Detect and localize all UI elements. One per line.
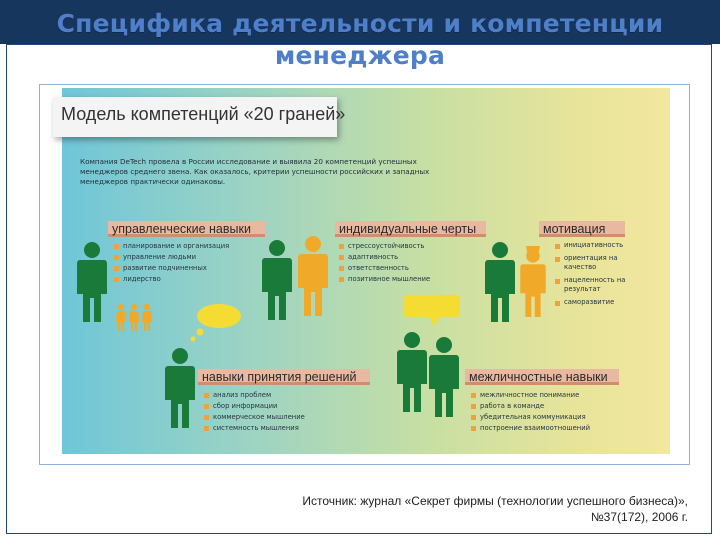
slide-title-line-1: Специфика деятельности и компетенции — [56, 9, 664, 38]
list-item: инициативность — [555, 241, 632, 251]
list-item: адаптивность — [339, 252, 430, 263]
speech-bubble — [404, 295, 460, 326]
source-citation: Источник: журнал «Секрет фирмы (технолог… — [302, 493, 688, 525]
infographic-intro-text: Компания DeTech провела в России исследо… — [80, 157, 430, 186]
category-management-title: управленческие навыки — [108, 221, 265, 237]
infographic-header-box — [53, 97, 337, 137]
management-skills-list: планирование и организация управление лю… — [114, 241, 229, 285]
list-item: убедительная коммуникация — [471, 412, 590, 423]
interpersonal-figure-right — [429, 337, 459, 417]
source-line-2: №37(172), 2006 г. — [590, 510, 688, 524]
list-item: системность мышления — [204, 423, 305, 434]
infographic-background — [62, 88, 670, 454]
infographic-header: Модель компетенций «20 граней» — [61, 104, 346, 124]
list-item: анализ проблем — [204, 390, 305, 401]
category-motivation-title: мотивация — [539, 221, 625, 237]
list-item: коммерческое мышление — [204, 412, 305, 423]
list-item: ориентация на качество — [555, 254, 632, 273]
list-item: построение взаимоотношений — [471, 423, 590, 434]
figure-border — [39, 84, 690, 465]
motivation-figure-orange — [520, 249, 546, 317]
motivation-list: инициативность ориентация на качество на… — [555, 241, 632, 307]
individual-figure-green — [262, 240, 292, 320]
list-item: планирование и организация — [114, 241, 229, 252]
slide-frame — [6, 44, 712, 534]
list-item: управление людьми — [114, 252, 229, 263]
list-item: саморазвитие — [555, 298, 632, 308]
list-item: ответственность — [339, 263, 430, 274]
list-item: позитивное мышление — [339, 274, 430, 285]
decision-figure — [165, 348, 195, 428]
trophy-icon — [526, 246, 540, 256]
team-figures — [116, 304, 152, 331]
category-interpersonal-title: межличностные навыки — [465, 369, 619, 385]
list-item: лидерство — [114, 274, 229, 285]
list-item: стрессоустойчивость — [339, 241, 430, 252]
manager-figure — [77, 242, 107, 322]
title-bar — [0, 0, 720, 44]
motivation-figure-green — [485, 242, 515, 322]
slide-title-line-2: менеджера — [274, 41, 446, 70]
individual-traits-list: стрессоустойчивость адаптивность ответст… — [339, 241, 430, 285]
list-item: нацеленность на результат — [555, 276, 632, 295]
list-item: развитие подчиненных — [114, 263, 229, 274]
category-individual-title: индивидуальные черты — [335, 221, 486, 237]
interpersonal-figure-left — [397, 332, 427, 412]
list-item: сбор информации — [204, 401, 305, 412]
decision-skills-list: анализ проблем сбор информации коммерчес… — [204, 390, 305, 434]
thought-bubble — [197, 304, 241, 328]
source-line-1: Источник: журнал «Секрет фирмы (технолог… — [302, 494, 688, 508]
list-item: межличностное понимание — [471, 390, 590, 401]
individual-figure-orange — [298, 236, 328, 316]
interpersonal-skills-list: межличностное понимание работа в команде… — [471, 390, 590, 434]
list-item: работа в команде — [471, 401, 590, 412]
category-decision-title: навыки принятия решений — [198, 369, 370, 385]
